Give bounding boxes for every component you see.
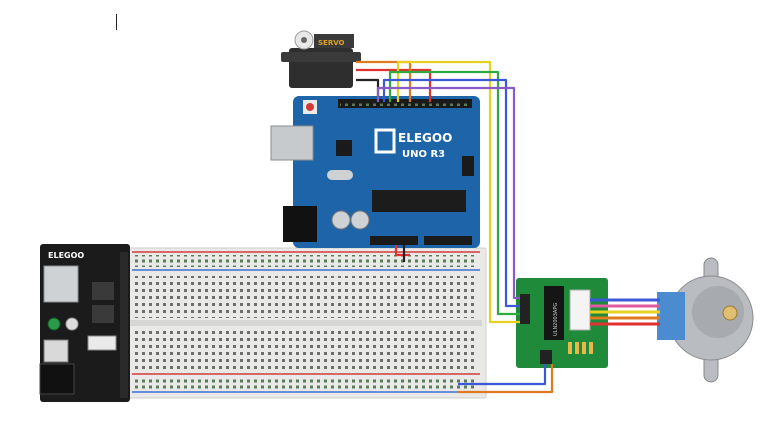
terminal-holes-upper xyxy=(134,276,478,318)
led-icon xyxy=(589,342,593,354)
square-button[interactable] xyxy=(43,339,69,363)
wire-arduino-5v xyxy=(394,245,410,257)
icsp-header xyxy=(462,156,474,176)
jumper-header[interactable] xyxy=(87,335,117,351)
wire-servo-red xyxy=(356,68,432,102)
driver-led-row xyxy=(568,342,593,354)
wire-purple xyxy=(376,86,520,300)
motor-cable-boot xyxy=(657,292,685,340)
arduino-board: ELEGOO UNO R3 xyxy=(270,96,480,248)
stepper-motor xyxy=(657,257,754,383)
power-switch-button[interactable] xyxy=(65,317,79,331)
atmega-chip xyxy=(372,190,466,212)
regulator-top xyxy=(92,282,114,300)
servo-flange xyxy=(281,52,361,62)
chip-icon xyxy=(336,140,352,156)
capacitor-right xyxy=(350,210,370,230)
usb-port-icon xyxy=(270,125,314,161)
power-jack-icon xyxy=(39,363,75,395)
wire-green xyxy=(388,70,520,316)
analog-header xyxy=(424,236,472,245)
text-cursor xyxy=(116,14,117,30)
wire-driver-gnd xyxy=(458,364,554,394)
breadboard xyxy=(119,247,487,399)
servo-shaft xyxy=(301,37,307,43)
servo-label-bar xyxy=(314,34,354,48)
driver-input-pins xyxy=(520,294,530,324)
top-rail-holes xyxy=(134,255,478,267)
led-icon xyxy=(575,342,579,354)
led-icon xyxy=(47,317,61,331)
led-icon xyxy=(582,342,586,354)
motor-shaft xyxy=(722,305,738,321)
motor-face xyxy=(692,286,744,338)
stepper-driver-board: ULN2003APG xyxy=(516,278,608,368)
crystal xyxy=(327,170,353,180)
regulator-bottom xyxy=(92,305,114,323)
driver-chip xyxy=(544,286,564,340)
arduino-model: UNO R3 xyxy=(402,149,445,160)
reset-button-cap xyxy=(306,103,314,111)
power-supply-module: ELEGOO xyxy=(39,244,130,402)
driver-power-pins xyxy=(540,350,552,364)
driver-chip-label: ULN2003APG xyxy=(553,303,559,336)
center-channel xyxy=(124,320,482,326)
usb-port-icon xyxy=(43,265,79,303)
pin-header-strip xyxy=(120,252,128,398)
servo-motor: SERVO xyxy=(281,30,361,88)
power-module-brand: ELEGOO xyxy=(48,251,84,260)
wire-yellow xyxy=(396,60,520,324)
arduino-brand: ELEGOO xyxy=(398,131,452,145)
terminal-holes-lower xyxy=(134,328,478,370)
wires xyxy=(356,60,660,394)
logo-mark xyxy=(374,128,396,154)
motor-ribbon-cable xyxy=(590,298,660,326)
digital-header-pins xyxy=(340,101,470,106)
capacitor-left xyxy=(331,210,351,230)
arduino-pcb xyxy=(293,96,480,248)
power-jack-icon xyxy=(283,206,317,242)
wire-driver-vcc xyxy=(458,364,547,386)
power-header xyxy=(370,236,418,245)
servo-label: SERVO xyxy=(318,39,345,47)
led-icon xyxy=(568,342,572,354)
driver-connector xyxy=(569,289,591,331)
bottom-rail-holes xyxy=(134,377,478,389)
